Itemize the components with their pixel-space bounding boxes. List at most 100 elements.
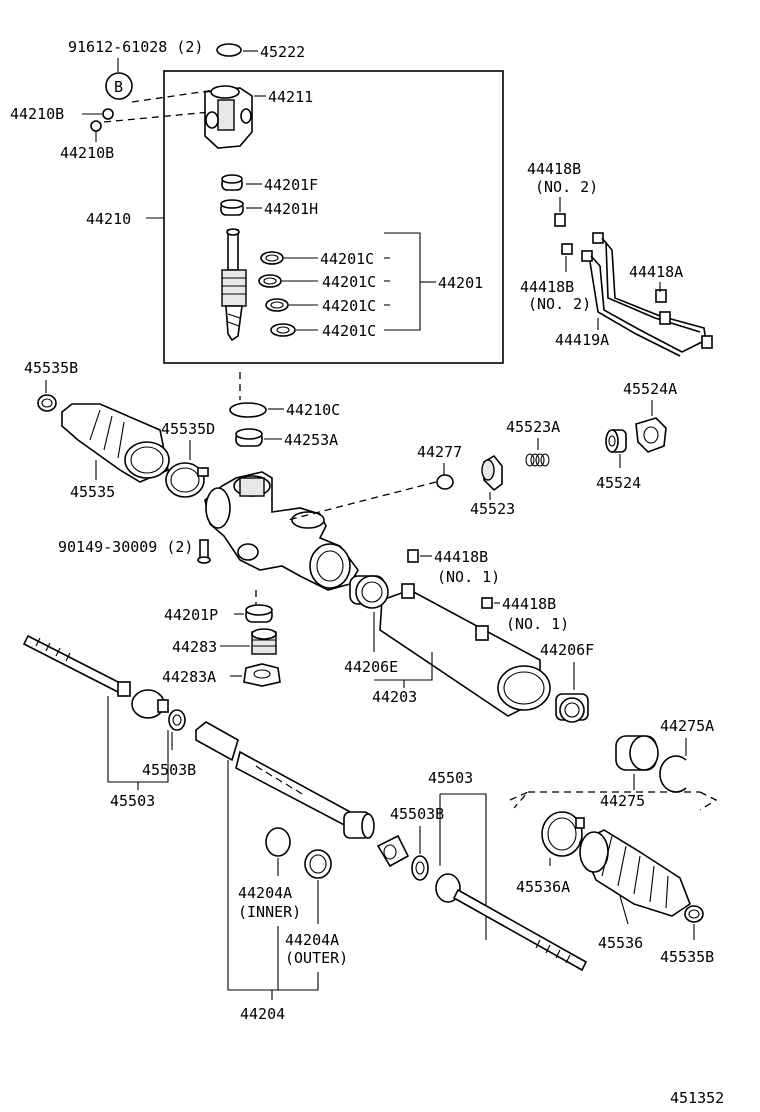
label-44418b-top-no: (NO. 2) — [535, 178, 598, 196]
snap-ring-44275a — [659, 755, 687, 793]
seal-ring-44201c-2 — [258, 274, 282, 288]
rack-housing — [204, 471, 359, 591]
label-45503-right: 45503 — [428, 769, 473, 787]
label-44283: 44283 — [172, 638, 217, 656]
pinion-shaft-44201 — [221, 228, 247, 342]
label-44211: 44211 — [268, 88, 313, 106]
boot-45536 — [578, 829, 691, 917]
label-44201c-2: 44201C — [322, 273, 376, 291]
valve-assembly-box — [163, 70, 504, 364]
label-44204a-outer-sub: (OUTER) — [285, 949, 348, 967]
seal-44204a-outer — [304, 849, 332, 879]
label-44418b-mid-no: (NO. 2) — [528, 295, 591, 313]
seal-44204a-inner — [265, 827, 291, 857]
label-44210: 44210 — [86, 210, 131, 228]
label-44277: 44277 — [417, 443, 462, 461]
label-45503b-left: 45503B — [142, 761, 196, 779]
label-45536a: 45536A — [516, 878, 570, 896]
adjusting-screw-45524 — [605, 429, 627, 453]
clamp-45535b-bottom — [684, 905, 704, 923]
seal-ring-44201c-1 — [260, 251, 284, 265]
seal-ring-44201c-3 — [265, 298, 289, 312]
union-44418b-no1-a — [407, 549, 419, 563]
o-ring-44210c — [229, 402, 267, 418]
label-44210b-b: 44210B — [60, 144, 114, 162]
diagram-id: 451352 — [670, 1089, 724, 1107]
spring-45523a — [525, 453, 550, 467]
union-44418b-no1-b — [481, 597, 493, 609]
plug-44277 — [436, 474, 454, 490]
label-45523a: 45523A — [506, 418, 560, 436]
union-44418b-mid — [561, 243, 573, 255]
seal-ring-44201c-4 — [270, 323, 296, 337]
label-44201p: 44201P — [164, 606, 218, 624]
label-44204a-inner: 44204A — [238, 884, 292, 902]
bearing-44201h — [220, 199, 244, 216]
callout-b: B — [114, 78, 123, 96]
rack-guide-45523 — [481, 454, 503, 492]
label-44210b-a: 44210B — [10, 105, 64, 123]
label-45524a: 45524A — [623, 380, 677, 398]
locknut-45524a — [635, 417, 667, 453]
bearing-44253a — [235, 428, 263, 447]
boot-45535 — [61, 403, 170, 483]
cylinder-tube-44203 — [379, 583, 551, 717]
bolt-44210b-a — [102, 108, 114, 120]
label-44201c-1: 44201C — [320, 250, 374, 268]
washer-45222 — [216, 43, 242, 57]
label-45535b-top: 45535B — [24, 359, 78, 377]
seal-44201f — [221, 174, 243, 191]
label-90149: 90149-30009 (2) — [58, 538, 193, 556]
bushing-44206e — [349, 575, 389, 609]
locknut-44283a — [243, 663, 281, 687]
label-44418b-no1a: 44418B — [434, 548, 488, 566]
label-45535: 45535 — [70, 483, 115, 501]
label-44275: 44275 — [600, 792, 645, 810]
label-44253a: 44253A — [284, 431, 338, 449]
label-44283a: 44283A — [162, 668, 216, 686]
claw-washer-45503b-right — [411, 855, 429, 881]
bolt-90149 — [197, 539, 211, 564]
label-44418b-no1b-no: (NO. 1) — [506, 615, 569, 633]
claw-washer-45503b-left — [168, 709, 186, 731]
label-45536: 45536 — [598, 934, 643, 952]
label-44275a: 44275A — [660, 717, 714, 735]
bolt-44210b-b — [90, 120, 102, 132]
label-44204a-outer: 44204A — [285, 931, 339, 949]
label-44201c-4: 44201C — [322, 322, 376, 340]
label-45535d: 45535D — [161, 420, 215, 438]
clamp-45536a — [541, 811, 585, 857]
clamp-45535d — [165, 462, 209, 498]
union-44418b-top — [554, 213, 566, 227]
label-44201h: 44201H — [264, 200, 318, 218]
bushing-44206f — [555, 693, 589, 723]
label-45523: 45523 — [470, 500, 515, 518]
clamp-45535b-top — [37, 394, 57, 412]
bushing-44275 — [615, 735, 659, 771]
label-45524: 45524 — [596, 474, 641, 492]
bearing-44201p — [245, 604, 273, 623]
label-45222: 45222 — [260, 43, 305, 61]
label-44201c-3: 44201C — [322, 297, 376, 315]
pressure-tubes-44419a — [581, 232, 713, 357]
label-44204a-inner-sub: (INNER) — [238, 903, 301, 921]
label-44418b-no1a-no: (NO. 1) — [437, 568, 500, 586]
label-45535b-bottom: 45535B — [660, 948, 714, 966]
label-44206f: 44206F — [540, 641, 594, 659]
label-44206e: 44206E — [344, 658, 398, 676]
label-44201f: 44201F — [264, 176, 318, 194]
label-44419a: 44419A — [555, 331, 609, 349]
callout-b-circle — [105, 72, 133, 100]
label-91612: 91612-61028 (2) — [68, 38, 203, 56]
label-44203: 44203 — [372, 688, 417, 706]
rack-end-right — [376, 834, 410, 868]
label-44204: 44204 — [240, 1005, 285, 1023]
label-44418b-top: 44418B — [527, 160, 581, 178]
label-44418b-no1b: 44418B — [502, 595, 556, 613]
label-44418a: 44418A — [629, 263, 683, 281]
valve-housing-44211 — [204, 85, 253, 149]
plug-44283 — [251, 628, 277, 655]
label-44201: 44201 — [438, 274, 483, 292]
tie-rod-end-left — [22, 634, 169, 719]
